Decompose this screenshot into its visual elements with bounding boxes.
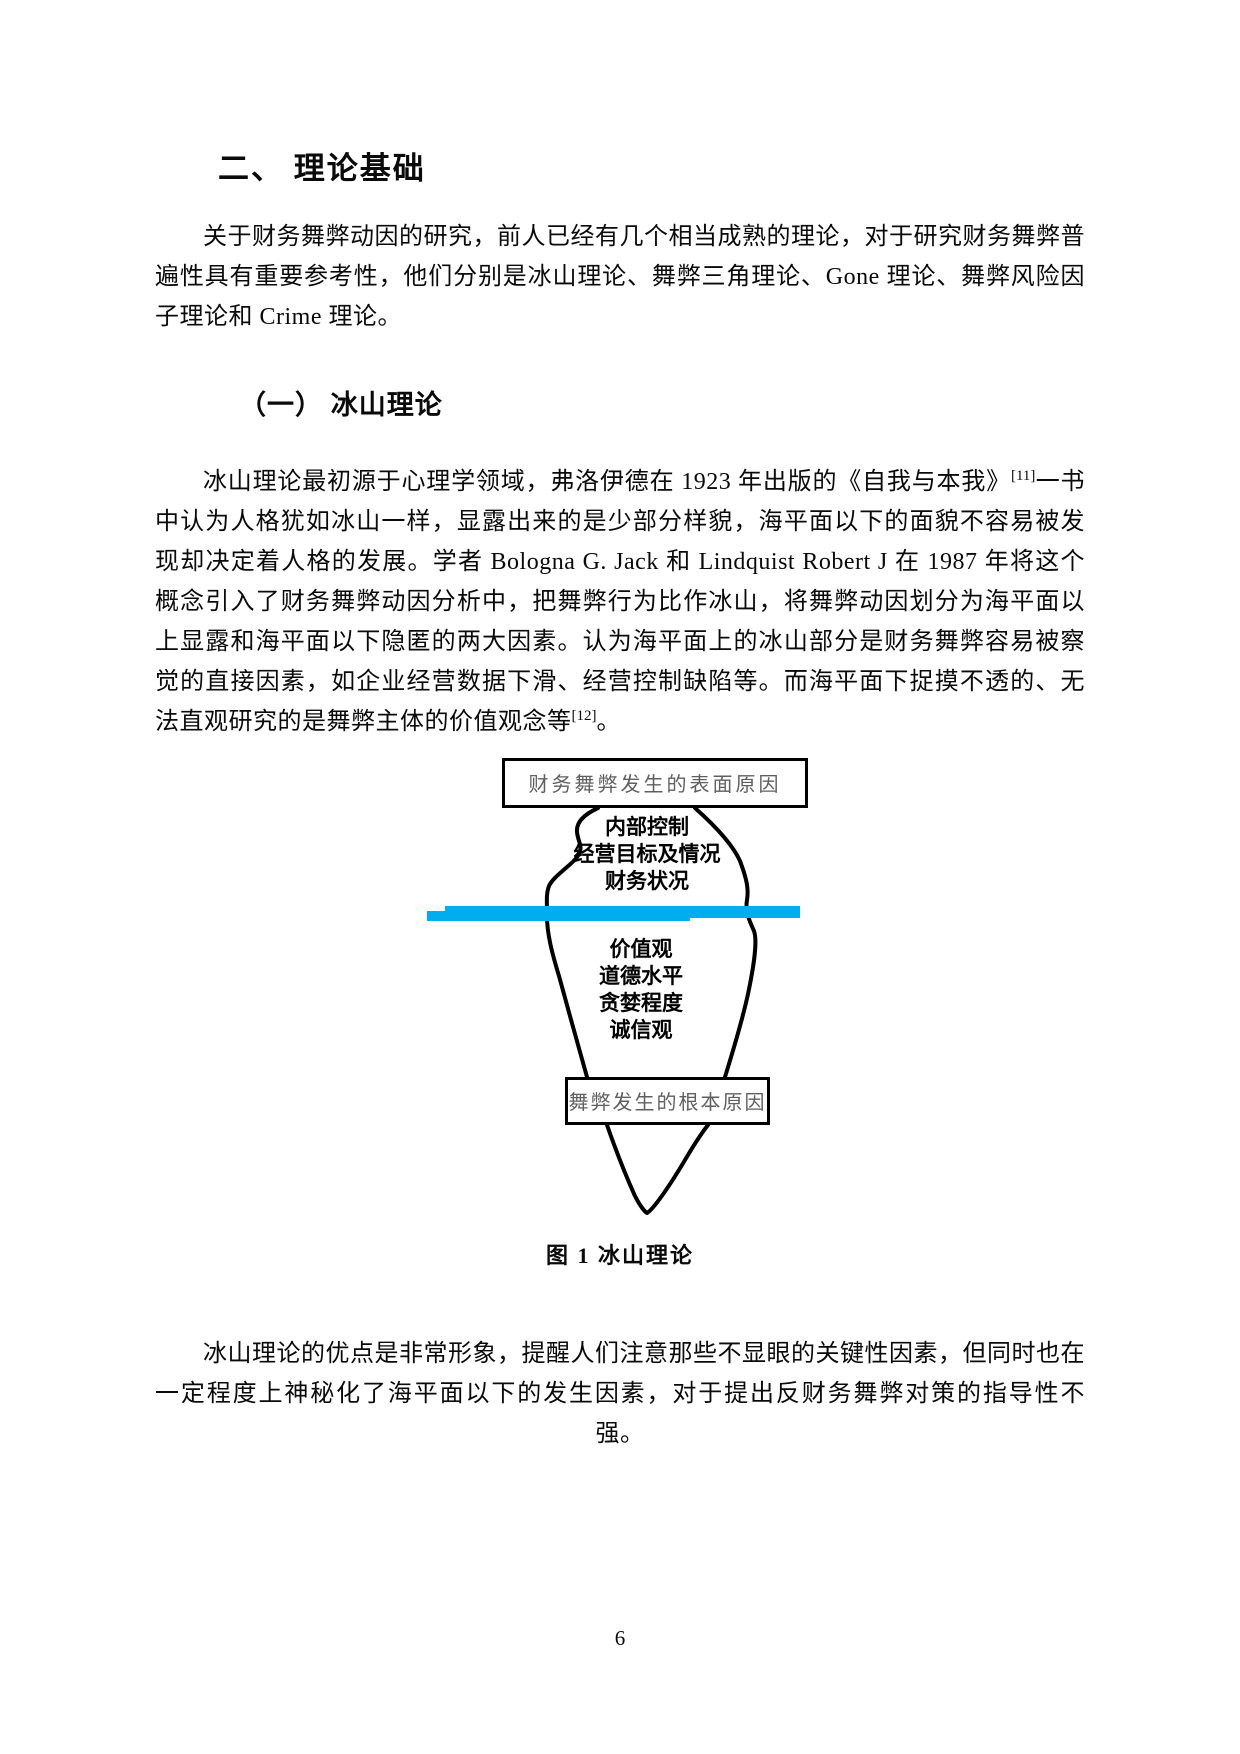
subsection-heading: （一） 冰山理论 <box>239 390 443 421</box>
figure-caption: 图 1 冰山理论 <box>545 1242 694 1268</box>
below-water-labels: 价值观 道德水平 贪婪程度 诚信观 <box>511 936 771 1044</box>
iceberg-bottom-tip <box>605 1122 710 1215</box>
iceberg-left-edge <box>544 805 600 1079</box>
below-water-label: 贪婪程度 <box>599 990 683 1015</box>
below-water-label: 道德水平 <box>599 963 683 988</box>
section-heading: 二、 理论基础 <box>218 151 426 186</box>
above-water-label: 经营目标及情况 <box>573 841 721 866</box>
page-content: 二、 理论基础 关于财务舞弊动因的研究，前人已经有几个相当成熟的理论，对于研究财… <box>155 0 1085 1454</box>
above-water-labels: 内部控制 经营目标及情况 财务状况 <box>517 814 777 895</box>
above-water-label: 财务状况 <box>605 868 689 893</box>
surface-cause-box: 财务舞弊发生的表面原因 <box>502 757 808 808</box>
below-water-label: 价值观 <box>609 936 673 961</box>
sea-level-line-right-segment <box>445 905 800 918</box>
root-cause-box: 舞弊发生的根本原因 <box>565 1076 770 1125</box>
iceberg-figure: 财务舞弊发生的表面原因 内部控制 经营目标及情况 财务状况 价值观 道德水平 贪… <box>155 748 1085 1278</box>
page-number: 6 <box>614 1626 626 1650</box>
iceberg-right-edge <box>693 805 758 1079</box>
below-water-label: 诚信观 <box>609 1017 673 1042</box>
iceberg-outline-drawing <box>544 805 758 1215</box>
evaluation-paragraph: 冰山理论的优点是非常形象，提醒人们注意那些不显眼的关键性因素，但同时也在一定程度… <box>155 1340 1085 1447</box>
above-water-label: 内部控制 <box>605 814 689 839</box>
iceberg-theory-paragraph: 冰山理论最初源于心理学领域，弗洛伊德在 1923 年出版的《自我与本我》[11]… <box>155 467 1086 735</box>
intro-paragraph: 关于财务舞弊动因的研究，前人已经有几个相当成熟的理论，对于研究财务舞弊普遍性具有… <box>155 224 1085 331</box>
